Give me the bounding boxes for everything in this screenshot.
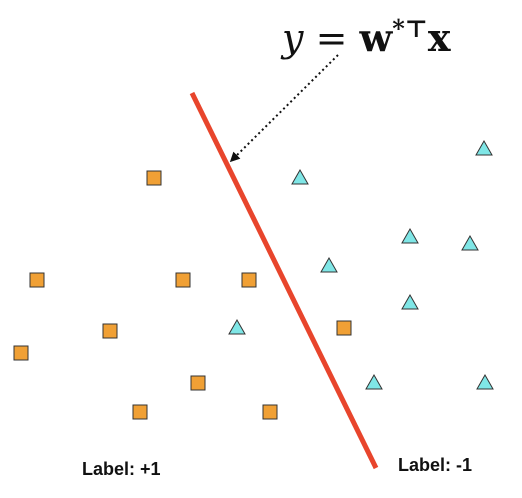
positive-class-points bbox=[13, 170, 352, 420]
triangle-point bbox=[401, 227, 419, 244]
triangle-point bbox=[401, 293, 419, 310]
triangle-point bbox=[461, 234, 479, 251]
square-point bbox=[102, 323, 118, 339]
square-point bbox=[146, 170, 162, 186]
square-point bbox=[190, 375, 206, 391]
triangle-point bbox=[320, 256, 338, 273]
triangle-point bbox=[291, 168, 309, 185]
square-point bbox=[132, 404, 148, 420]
equation-x: x bbox=[427, 15, 451, 60]
equation-superscript: *⊤ bbox=[392, 14, 428, 43]
pointer-arrow bbox=[229, 54, 339, 163]
square-point bbox=[336, 320, 352, 336]
label-negative: Label: -1 bbox=[398, 455, 473, 475]
equation-w: w bbox=[359, 15, 393, 60]
square-point bbox=[175, 272, 191, 288]
square-point bbox=[29, 272, 45, 288]
equation-equals: = bbox=[315, 16, 348, 60]
triangle-point bbox=[365, 373, 383, 390]
hyperplane-equation: y = w*⊤x bbox=[282, 14, 450, 60]
square-point bbox=[262, 404, 278, 420]
triangle-point bbox=[476, 373, 494, 390]
triangle-point bbox=[228, 318, 246, 335]
separating-line bbox=[189, 91, 379, 470]
negative-class-points bbox=[228, 139, 494, 390]
equation-y: y bbox=[282, 16, 304, 60]
square-point bbox=[13, 345, 29, 361]
triangle-point bbox=[475, 139, 493, 156]
square-point bbox=[241, 272, 257, 288]
label-positive: Label: +1 bbox=[82, 459, 161, 479]
